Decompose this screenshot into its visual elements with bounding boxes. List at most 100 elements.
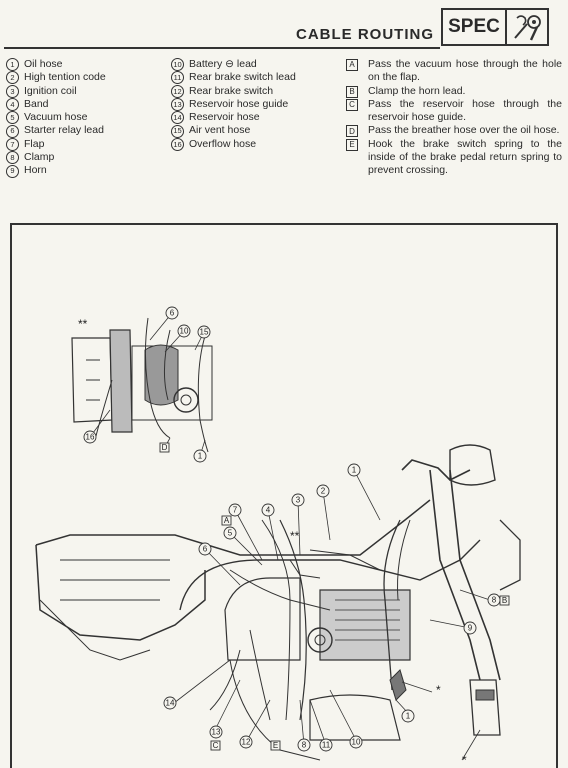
note-letter: D: [346, 125, 358, 138]
legend-left: 1 Oil hose 2 High tention code 3 Ignition c…: [6, 58, 106, 178]
legend-item: 12 Rear brake switch: [171, 85, 296, 98]
callout-16: 16: [86, 433, 95, 442]
callout-8: 8: [302, 741, 307, 750]
inset-detail-drawing: [71, 317, 213, 453]
routing-notes: A Pass the vacuum hose through the hole o…: [346, 58, 562, 178]
callout-9: 9: [468, 624, 473, 633]
legend-label: Ignition coil: [24, 84, 77, 97]
legend-label: Air vent hose: [189, 124, 251, 137]
callout-12: 12: [242, 738, 251, 747]
legend-right: 10 Battery ⊖ lead 11 Rear brake switch lea…: [171, 58, 296, 151]
callout-number: 7: [6, 137, 19, 151]
legend-label: Rear brake switch: [189, 84, 274, 97]
legend-item: 13 Reservoir hose guide: [171, 97, 296, 112]
note-item: B Clamp the horn lead.: [346, 85, 562, 98]
spring-marker: *: [436, 683, 441, 697]
legend-label: Horn: [24, 164, 47, 177]
note-text: Pass the reservoir hose through the rese…: [368, 97, 562, 124]
detail-marker: **: [78, 317, 88, 331]
callout-10: 10: [352, 738, 361, 747]
legend-label: Oil hose: [24, 58, 63, 70]
note-letter: E: [346, 138, 358, 151]
diagram-frame: [10, 223, 558, 768]
callout-number: 3: [6, 84, 19, 98]
callout-number: 10: [171, 58, 184, 72]
detail-marker: **: [290, 529, 300, 543]
box-label-d: D: [162, 443, 168, 452]
legend-item: 10 Battery ⊖ lead: [171, 58, 296, 72]
page-header: CABLE ROUTING SPEC: [0, 0, 568, 52]
callout-1: 1: [198, 452, 203, 461]
legend-label: Band: [24, 97, 49, 110]
callout-number: 12: [171, 84, 184, 98]
callout-11: 11: [322, 741, 331, 750]
callout-4: 4: [266, 506, 271, 515]
spec-icon-box: [505, 8, 549, 46]
note-text: Clamp the horn lead.: [368, 84, 466, 97]
callout-15: 15: [200, 328, 209, 337]
callout-10: 10: [180, 327, 189, 336]
note-text: Pass the vacuum hose through the hole on…: [368, 58, 562, 84]
legend-label: Battery ⊖ lead: [189, 58, 257, 70]
legend-item: 7 Flap: [6, 138, 106, 151]
box-label-c: C: [213, 741, 219, 750]
spring-marker: *: [462, 753, 467, 767]
note-item: D Pass the breather hose over the oil hos…: [346, 124, 562, 138]
legend-label: High tention code: [24, 71, 106, 84]
legend-label: Vacuum hose: [24, 111, 88, 124]
legend-label: Reservoir hose guide: [189, 97, 289, 110]
callout-number: 9: [6, 164, 19, 178]
callout-number: 6: [6, 124, 19, 138]
note-text: Hook the brake switch spring to the insi…: [368, 137, 562, 177]
legend-label: Reservoir hose: [189, 111, 260, 124]
callout-number: 15: [171, 124, 184, 138]
legend-item: 4 Band: [6, 97, 106, 112]
callout-6: 6: [203, 545, 208, 554]
legend-item: 16 Overflow hose: [171, 138, 296, 151]
legend-label: Starter relay lead: [24, 124, 104, 137]
legend-item: 11 Rear brake switch lead: [171, 71, 296, 85]
legend-label: Clamp: [24, 151, 55, 164]
legend-item: 15 Air vent hose: [171, 124, 296, 138]
legend-item: 1 Oil hose: [6, 58, 106, 72]
legend-item: 5 Vacuum hose: [6, 111, 106, 125]
callout-8: 8: [492, 596, 497, 605]
note-letter: A: [346, 59, 358, 71]
legend-item: 2 High tention code: [6, 71, 106, 85]
note-item: E Hook the brake switch spring to the ins…: [346, 138, 562, 178]
callout-number: 4: [6, 98, 19, 112]
callout-6: 6: [170, 309, 175, 318]
callout-14: 14: [166, 699, 175, 708]
callout-1: 1: [352, 466, 357, 475]
callout-number: 1: [6, 58, 19, 72]
callout-number: 2: [6, 71, 19, 85]
callout-2: 2: [321, 487, 326, 496]
note-text: Pass the breather hose over the oil hose…: [368, 124, 560, 137]
legend-label: Overflow hose: [189, 137, 257, 150]
callout-3: 3: [296, 496, 301, 505]
note-letter: B: [346, 85, 358, 98]
legend-label: Rear brake switch lead: [189, 71, 296, 84]
callout-number: 13: [171, 98, 184, 112]
callout-1: 1: [406, 712, 411, 721]
note-letter: C: [346, 98, 358, 111]
legend-item: 3 Ignition coil: [6, 85, 106, 98]
callout-13: 13: [212, 728, 221, 737]
legend-item: 9 Horn: [6, 164, 106, 178]
motorcycle-chassis-drawing: [35, 444, 521, 761]
wrench-gauge-icon: [514, 15, 541, 41]
box-label-b: B: [502, 596, 507, 605]
legend-label: Flap: [24, 137, 45, 150]
box-label-e: E: [273, 741, 278, 750]
callout-number: 5: [6, 111, 19, 125]
note-item: A Pass the vacuum hose through the hole o…: [346, 58, 562, 85]
header-rule: [4, 47, 440, 49]
box-label-a: A: [224, 516, 230, 525]
note-item: C Pass the reservoir hose through the res…: [346, 98, 562, 125]
legend-item: 6 Starter relay lead: [6, 124, 106, 138]
callout-7: 7: [233, 506, 238, 515]
callout-number: 16: [171, 137, 184, 151]
callout-number: 11: [171, 71, 184, 85]
